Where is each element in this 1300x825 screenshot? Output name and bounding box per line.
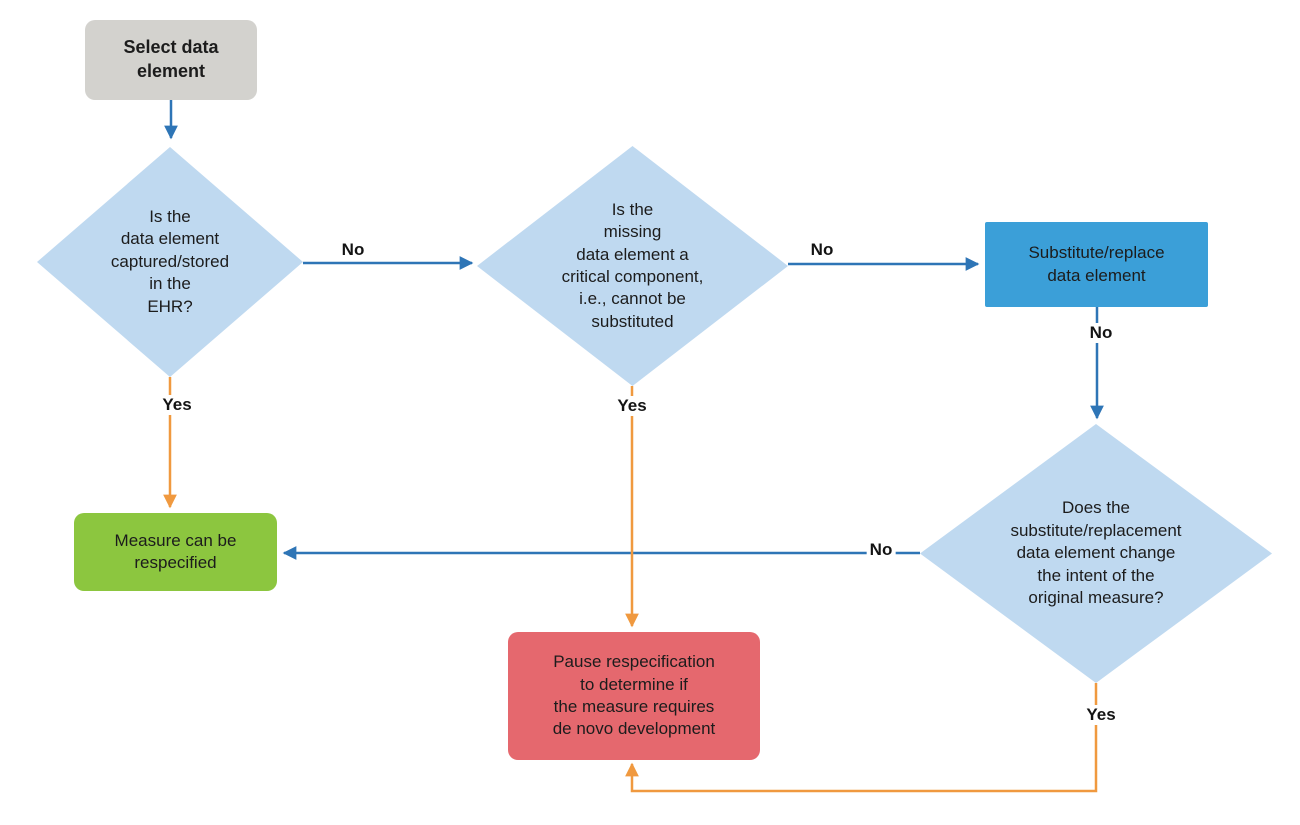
edge-label-yes-intent: Yes [1083,705,1119,725]
decision-change-intent-label: Does the substitute/replacement data ele… [1010,498,1182,608]
decision-ehr-captured-label: Is the data element captured/stored in t… [110,206,230,316]
edge-label-yes-critical: Yes [614,396,650,416]
substitute-node: Substitute/replace data element [985,222,1208,307]
edge-label-no-ehr: No [338,240,368,260]
pause-node: Pause respecification to determine if th… [508,632,760,760]
edge-label-no-critical: No [807,240,837,260]
decision-critical-component: Is the missing data element a critical c… [477,146,788,386]
decision-ehr-captured: Is the data element captured/stored in t… [37,147,303,377]
pause-node-label: Pause respecification to determine if th… [552,652,716,739]
start-node-label: Select data element [123,37,219,81]
respecified-node-label: Measure can be respecified [114,530,237,572]
decision-critical-component-label: Is the missing data element a critical c… [561,199,704,331]
edge-label-no-intent: No [866,540,896,560]
respecified-node: Measure can be respecified [74,513,277,591]
start-node: Select data element [85,20,257,100]
substitute-node-label: Substitute/replace data element [1028,243,1165,285]
edge-label-no-substitute: No [1086,323,1116,343]
decision-change-intent: Does the substitute/replacement data ele… [920,424,1272,683]
edge-label-yes-ehr: Yes [159,395,195,415]
